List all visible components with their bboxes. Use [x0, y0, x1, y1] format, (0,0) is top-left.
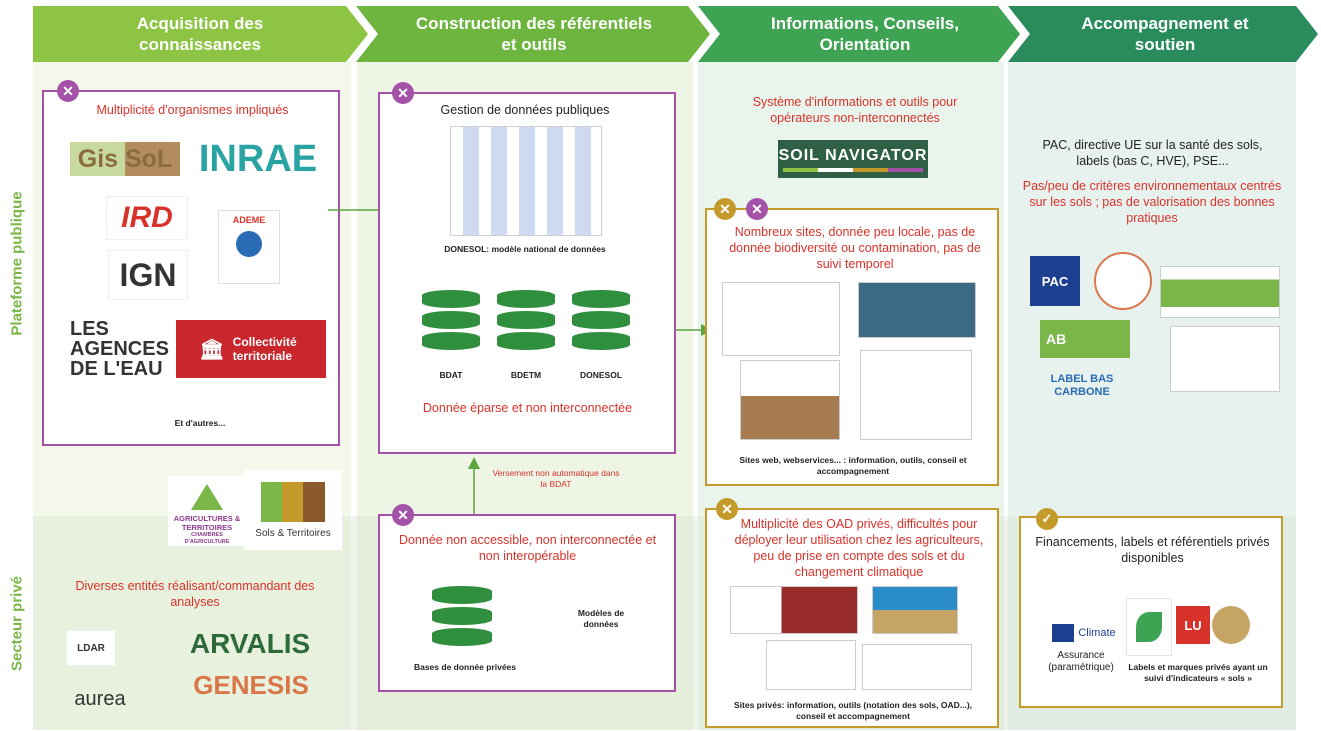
label-seal-icon — [1094, 252, 1152, 310]
chambres-logo-text: AGRICULTURES & TERRITOIRES — [173, 514, 241, 532]
dashboard-screenshot — [862, 644, 972, 690]
public-construction-note: Donnée éparse et non interconnectée — [422, 401, 633, 415]
ird-logo: IRD — [106, 196, 188, 240]
ademe-logo-text: ADEME — [232, 215, 266, 225]
axa-caption: Assurance (paramétrique) — [1048, 650, 1114, 673]
private-construction-box — [378, 514, 676, 692]
database-icon — [432, 586, 492, 649]
ldar-logo: LDAR — [66, 630, 116, 666]
cross-badge-icon: ✕ — [57, 80, 79, 102]
private-labels-caption: Labels et marques privés ayant un suivi … — [1128, 662, 1268, 683]
public-acquisition-title: Multiplicité d'organismes impliqués — [96, 103, 289, 117]
inrae-logo: INRAE — [198, 137, 318, 180]
header-chevrons — [33, 6, 1318, 62]
pac-logo: PAC — [1030, 256, 1080, 306]
donesol-diagram-image — [450, 126, 602, 236]
chambres-agriculture-logo: AGRICULTURES & TERRITOIRES CHAMBRES D'AG… — [168, 476, 246, 546]
axa-climate-text: Climate — [1078, 627, 1116, 639]
public-support-text: PAC, directive UE sur la santé des sols,… — [1042, 138, 1263, 168]
soil-navigator-logo: SOIL NAVIGATOR — [778, 140, 928, 178]
leaf-icon — [1136, 612, 1162, 642]
website-screenshot — [1160, 266, 1280, 318]
column-header-acquisition: Acquisition des connaissances — [136, 14, 264, 54]
cross-badge-icon: ✕ — [392, 504, 414, 526]
website-screenshot — [766, 640, 856, 690]
genesis-logo: GENESIS — [193, 669, 309, 700]
cross-badge-icon: ✕ — [714, 198, 736, 220]
private-acquisition-title: Diverses entités réalisant/commandant de… — [75, 579, 315, 609]
private-support-title: Financements, labels et référentiels pri… — [1035, 535, 1270, 565]
agences-eau-logo: LES AGENCES DE L'EAU — [70, 318, 169, 380]
db-label-donesol: DONESOL — [579, 370, 623, 380]
column-header-support: Accompagnement et soutien — [1081, 14, 1249, 54]
public-support-red: Pas/peu de critères environnementaux cen… — [1022, 179, 1282, 225]
label-rouge-logo: LU — [1176, 606, 1210, 644]
database-icon — [572, 290, 630, 353]
building-icon: 🏛 — [199, 338, 225, 361]
private-info-title: Multiplicité des OAD privés, difficultés… — [734, 517, 984, 579]
axa-climate-logo: Climate — [1046, 620, 1122, 646]
website-screenshot — [1170, 326, 1280, 392]
arvalis-logo: ARVALIS — [189, 628, 311, 659]
cross-badge-icon: ✕ — [392, 82, 414, 104]
collectivite-logo: 🏛 Collectivité territoriale — [176, 320, 326, 378]
public-acquisition-box — [42, 90, 340, 446]
ign-logo: IGN — [108, 250, 188, 300]
public-construction-title: Gestion de données publiques — [440, 103, 610, 117]
chambres-logo-sub: CHAMBRES D'AGRICULTURE — [184, 532, 230, 545]
au-coeur-des-sols-logo — [1126, 598, 1172, 656]
public-info-caption: Sites web, webservices... : information,… — [739, 455, 967, 476]
soil-navigator-bar — [783, 167, 923, 172]
private-construction-title: Donnée non accessible, non interconnecté… — [398, 533, 657, 563]
sols-territoires-text: Sols & Territoires — [255, 527, 331, 539]
globe-icon — [236, 231, 262, 257]
db-label-bdetm: BDETM — [510, 370, 542, 380]
aurea-logo: aurea — [74, 687, 126, 710]
private-models-label: Modèles de données — [577, 608, 625, 629]
website-screenshot — [740, 360, 840, 440]
sols-squares-icon — [261, 481, 325, 522]
column-header-info: Informations, Conseils, Orientation — [771, 14, 959, 54]
ademe-logo: ADEME — [218, 210, 280, 284]
harmony-logo — [1212, 606, 1250, 644]
db-label-bdat: BDAT — [439, 370, 463, 380]
sols-territoires-logo: Sols & Territoires — [244, 470, 342, 550]
column-header-construction: Construction des référentiels et outils — [415, 14, 653, 54]
cross-badge-icon: ✕ — [746, 198, 768, 220]
collectivite-logo-text: Collectivité territoriale — [232, 335, 297, 363]
donesol-caption: DONESOL: modèle national de données — [444, 244, 606, 254]
arrow-note: Versement non automatique dans la BDAT — [492, 468, 620, 489]
private-info-caption: Sites privés: information, outils (notat… — [733, 700, 973, 721]
ab-logo: AB — [1040, 320, 1130, 358]
database-icon — [497, 290, 555, 353]
website-screenshot — [860, 350, 972, 440]
label-bas-carbone-logo: LABEL BAS CARBONE — [1050, 373, 1114, 398]
database-icon — [422, 290, 480, 353]
chambres-arrow-icon — [191, 484, 223, 510]
private-db-label: Bases de donnée privées — [413, 662, 517, 672]
ab-logo-text: AB — [1046, 331, 1067, 347]
website-screenshot — [722, 282, 840, 356]
public-info-title: Nombreux sites, donnée peu locale, pas d… — [729, 225, 981, 271]
public-info-top-title: Système d'informations et outils pour op… — [752, 95, 958, 125]
gissol-logo: Gis SoL — [70, 142, 180, 176]
public-acquisition-footer: Et d'autres... — [174, 418, 226, 428]
website-screenshot — [730, 586, 858, 634]
soil-navigator-text: SOIL NAVIGATOR — [778, 146, 928, 164]
website-screenshot — [872, 586, 958, 634]
map-screenshot — [858, 282, 976, 338]
check-badge-icon: ✓ — [1036, 508, 1058, 530]
cross-badge-icon: ✕ — [716, 498, 738, 520]
axa-icon — [1052, 624, 1075, 642]
